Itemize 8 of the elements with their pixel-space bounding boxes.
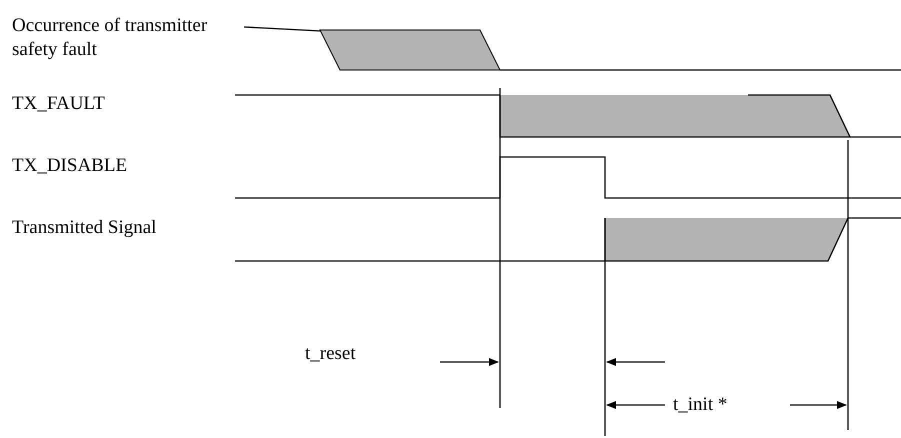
signal-label: Transmitted Signal (12, 216, 156, 240)
signal-label: TX_DISABLE (12, 154, 128, 178)
timing-label: t_reset (305, 342, 356, 366)
leader-line (244, 26, 322, 32)
signal-label: Occurrence of transmitter safety fault (12, 14, 244, 62)
timing-label: t_init * (673, 393, 728, 417)
signal-label: TX_FAULT (12, 92, 105, 116)
fault-pulse (319, 30, 501, 70)
